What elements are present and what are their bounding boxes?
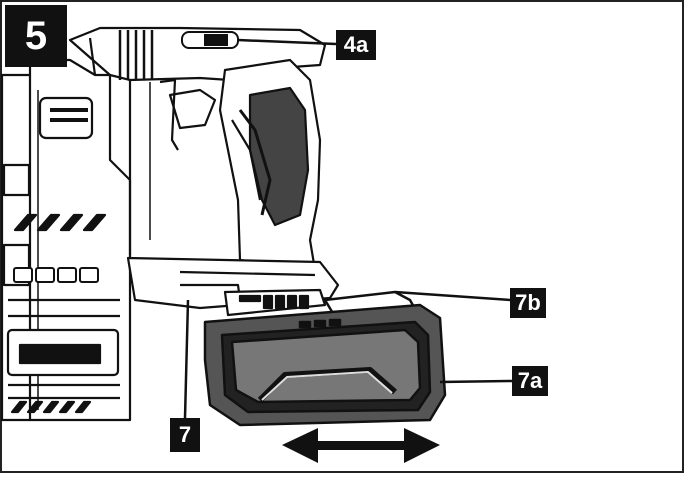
battery-slot [126,256,340,419]
drill-front-housing [0,58,132,422]
slide-direction-arrow [282,428,440,463]
step-number-badge: 5 [5,5,67,67]
callout-7a: 7a [512,366,548,396]
callout-7: 7 [170,418,200,452]
callout-7b: 7b [510,288,546,318]
battery-pack [203,290,513,427]
callout-4a: 4a [336,30,376,60]
direction-switch [181,31,337,49]
drill-handle [128,58,322,272]
